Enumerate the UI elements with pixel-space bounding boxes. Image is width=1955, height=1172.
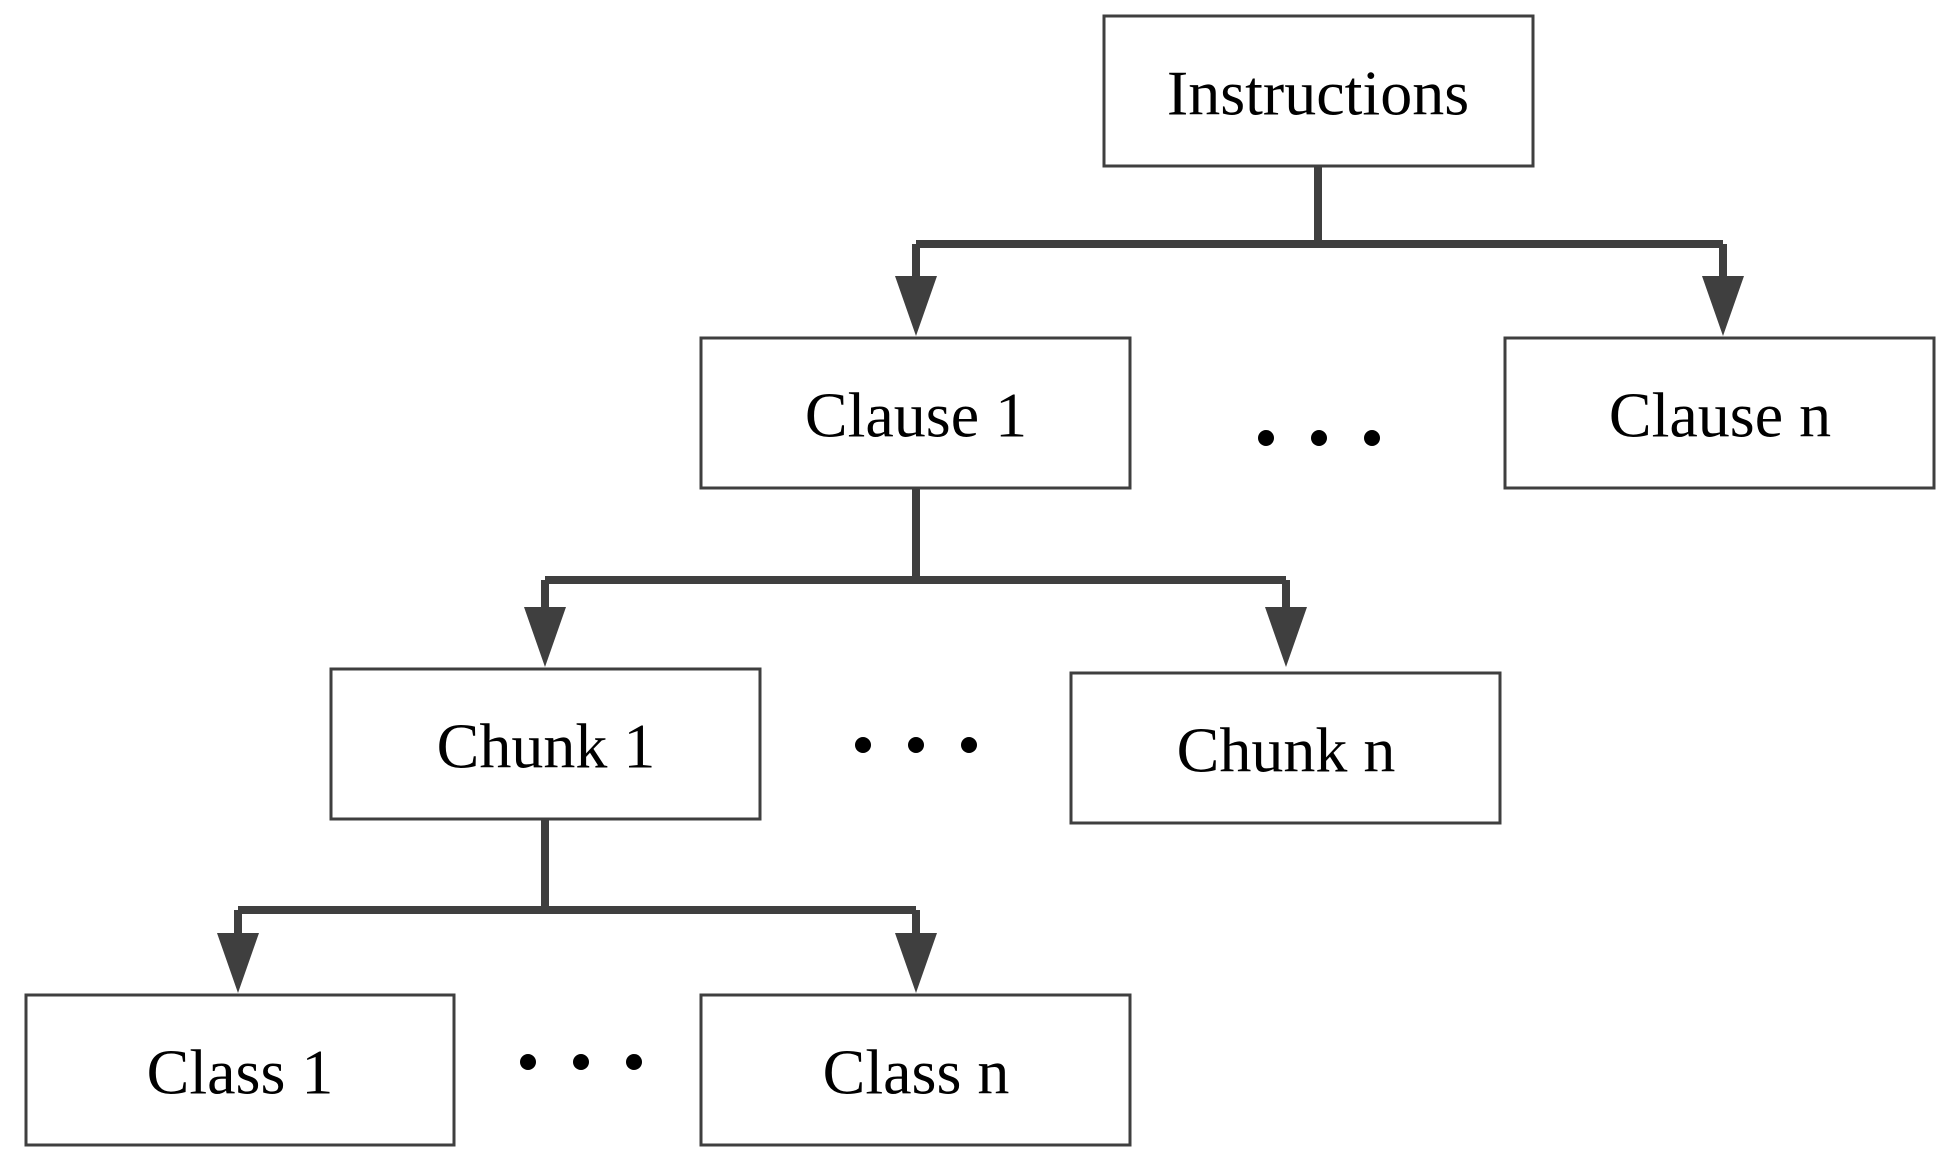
node-class-1-label: Class 1 [147, 1037, 334, 1108]
node-chunk-1: Chunk 1 [329, 667, 762, 821]
node-chunk-n-label: Chunk n [1177, 715, 1396, 786]
node-instructions-label: Instructions [1167, 58, 1469, 129]
ellipsis-dot [961, 737, 977, 753]
ellipsis-dot [1311, 430, 1327, 446]
ellipsis-chunks [855, 737, 977, 753]
connector-lines [541, 488, 1290, 617]
ellipsis-dot [1258, 430, 1274, 446]
ellipsis-dot [520, 1054, 536, 1070]
node-chunk-n: Chunk n [1069, 671, 1502, 825]
node-chunk-n-box [1069, 671, 1502, 825]
node-class-1: Class 1 [24, 993, 456, 1147]
arrowhead-chunk-1 [524, 607, 566, 667]
node-clause-n-label: Clause n [1609, 380, 1831, 451]
node-class-n-label: Class n [823, 1037, 1010, 1108]
node-chunk-1-box [329, 667, 762, 821]
ellipsis-dot [908, 737, 924, 753]
connector-chunk-to-classes [217, 819, 937, 993]
arrowhead-clause-1 [895, 276, 937, 336]
ellipsis-classes [520, 1054, 642, 1070]
node-chunk-1-label: Chunk 1 [437, 711, 656, 782]
node-clause-n-box [1503, 336, 1936, 490]
arrowhead-clause-n [1702, 276, 1744, 336]
node-class-1-box [24, 993, 456, 1147]
connector-lines [234, 819, 920, 943]
node-instructions-box [1102, 14, 1535, 168]
node-clause-1-box [699, 336, 1132, 490]
ellipsis-dot [1364, 430, 1380, 446]
ellipsis-dot [626, 1054, 642, 1070]
arrowhead-class-1 [217, 933, 259, 993]
node-clause-n: Clause n [1503, 336, 1936, 490]
node-class-n: Class n [699, 993, 1132, 1147]
node-clause-1-label: Clause 1 [805, 380, 1027, 451]
connector-instructions-to-clauses [895, 166, 1744, 336]
connector-clause-to-chunks [524, 488, 1307, 667]
ellipsis-dot [573, 1054, 589, 1070]
ellipsis-dot [855, 737, 871, 753]
connector-lines [912, 166, 1727, 285]
arrowhead-class-n [895, 933, 937, 993]
node-class-n-box [699, 993, 1132, 1147]
node-clause-1: Clause 1 [699, 336, 1132, 490]
arrowhead-chunk-n [1265, 607, 1307, 667]
node-instructions: Instructions [1102, 14, 1535, 168]
ellipsis-clauses [1258, 430, 1380, 446]
